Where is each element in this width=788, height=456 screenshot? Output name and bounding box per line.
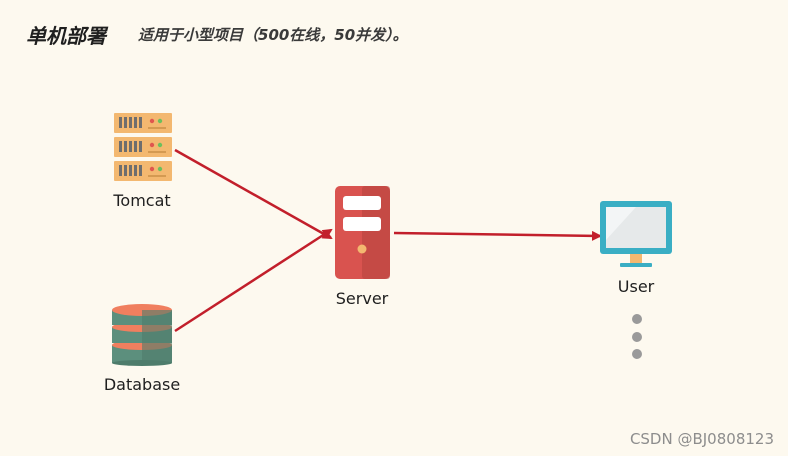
server-rack-icon	[114, 113, 172, 181]
arrow-tomcat-to-server	[174, 148, 333, 240]
watermark: CSDN @BJ0808123	[629, 430, 774, 448]
database-label: Database	[104, 375, 180, 394]
user-label: User	[618, 277, 655, 296]
arrow-database-to-server	[174, 228, 333, 333]
arrow-server-to-user	[393, 230, 602, 241]
monitor-icon	[600, 201, 672, 267]
tomcat-label: Tomcat	[112, 191, 170, 210]
page-title: 单机部署	[26, 24, 106, 48]
server-tower-icon	[335, 186, 390, 279]
database-icon	[112, 304, 172, 366]
page-subtitle: 适用于小型项目（500在线，50并发）。	[138, 26, 408, 44]
server-label: Server	[336, 289, 389, 308]
more-users-ellipsis	[632, 314, 642, 359]
